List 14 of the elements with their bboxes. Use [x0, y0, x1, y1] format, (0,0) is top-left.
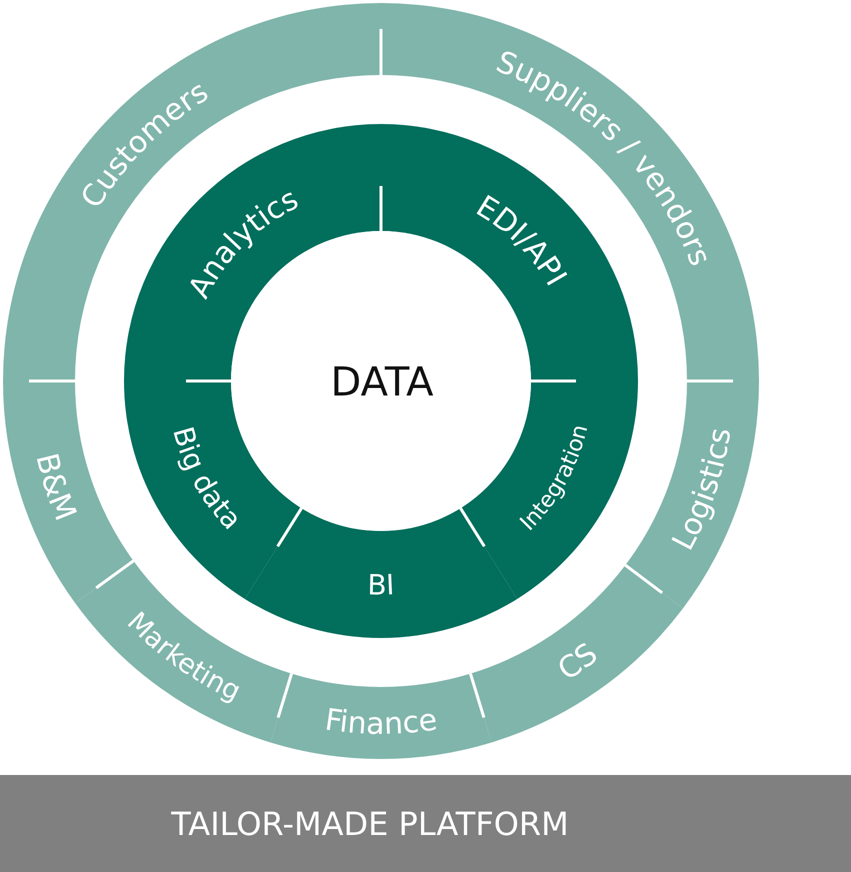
ring-segment	[244, 508, 518, 638]
ring-segment	[3, 381, 134, 604]
segment-label: CS	[552, 636, 604, 688]
platform-label: TAILOR-MADE PLATFORM	[171, 805, 569, 844]
ring-segment	[460, 381, 638, 599]
ring-segment	[124, 381, 302, 599]
ring-segment	[75, 560, 292, 742]
ring-segment	[470, 565, 683, 742]
segment-label: BI	[367, 568, 396, 602]
ring-segment	[625, 381, 759, 608]
ring-segment	[270, 674, 492, 758]
platform-bar	[0, 775, 851, 872]
segment-label: Finance	[322, 702, 440, 742]
center-label: DATA	[330, 359, 434, 406]
